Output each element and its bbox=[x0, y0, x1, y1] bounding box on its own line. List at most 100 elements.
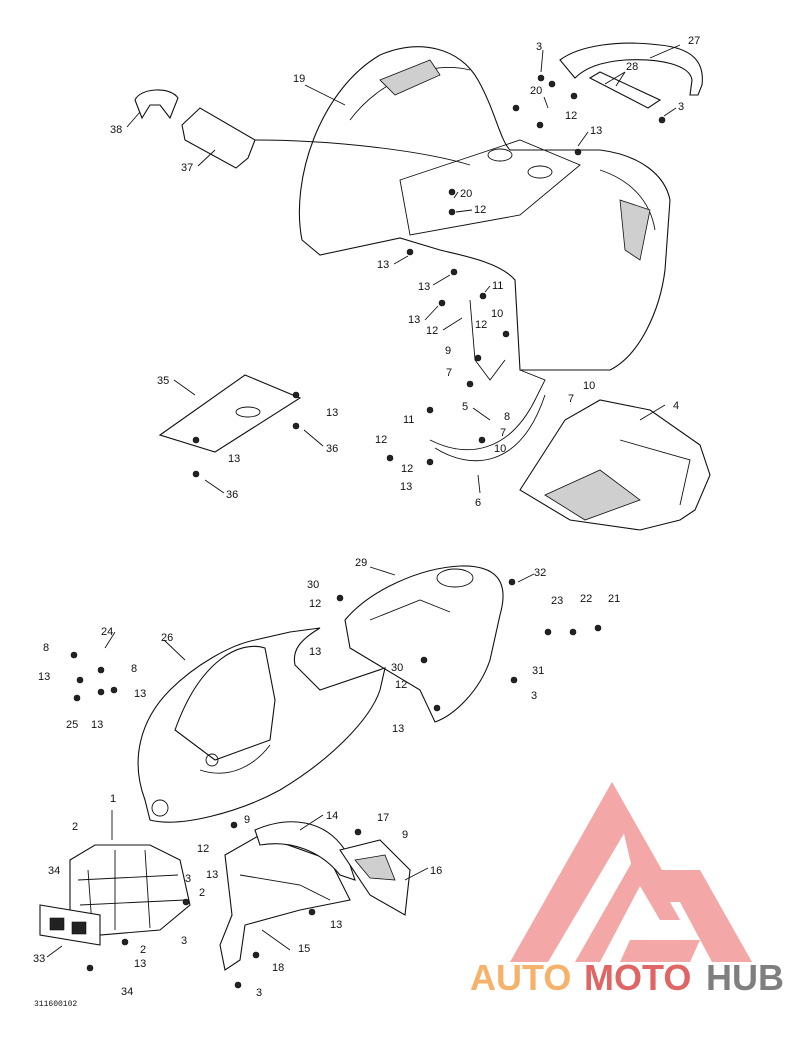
callout-labels: 19 3 27 28 20 12 3 13 38 37 20 12 13 13 … bbox=[33, 35, 700, 999]
callout-label: 6 bbox=[475, 497, 481, 509]
callout-label: 13 bbox=[309, 646, 321, 658]
callout-label: 2 bbox=[72, 821, 78, 833]
part-33 bbox=[39, 904, 101, 946]
callout-label: 12 bbox=[395, 679, 407, 691]
callout-label: 36 bbox=[226, 489, 238, 501]
callout-label: 11 bbox=[403, 414, 414, 426]
callout-label: 28 bbox=[626, 61, 638, 73]
fasteners bbox=[70, 74, 666, 989]
callout-label: 8 bbox=[131, 663, 137, 675]
callout-label: 13 bbox=[590, 125, 602, 137]
callout-label: 22 bbox=[580, 593, 592, 605]
part-14 bbox=[254, 821, 356, 881]
callout-label: 3 bbox=[181, 935, 187, 947]
callout-label: 24 bbox=[101, 626, 113, 638]
part-35 bbox=[158, 374, 302, 453]
part-wire-harness-5-6 bbox=[429, 299, 546, 462]
callout-label: 23 bbox=[551, 595, 563, 607]
callout-label: 5 bbox=[462, 401, 468, 413]
callout-label: 29 bbox=[355, 557, 367, 569]
callout-label: 13 bbox=[408, 314, 420, 326]
watermark-word-auto: AUTO bbox=[470, 957, 571, 998]
callout-label: 3 bbox=[536, 41, 542, 53]
callout-label: 13 bbox=[392, 723, 404, 735]
callout-label: 18 bbox=[272, 962, 284, 974]
watermark-logo bbox=[510, 782, 752, 962]
callout-label: 27 bbox=[688, 35, 700, 47]
callout-label: 13 bbox=[38, 671, 50, 683]
callout-label: 31 bbox=[532, 665, 544, 677]
callout-label: 8 bbox=[504, 411, 510, 423]
part-hood-26 bbox=[137, 627, 386, 823]
callout-label: 13 bbox=[326, 407, 338, 419]
callout-label: 9 bbox=[445, 345, 451, 357]
callout-label: 12 bbox=[474, 204, 486, 216]
callout-label: 7 bbox=[500, 427, 506, 439]
callout-label: 7 bbox=[446, 367, 452, 379]
callout-label: 13 bbox=[91, 719, 103, 731]
callout-label: 37 bbox=[181, 162, 193, 174]
part-rear-fender-19 bbox=[298, 46, 671, 371]
callout-label: 35 bbox=[157, 375, 169, 387]
callout-label: 3 bbox=[531, 690, 537, 702]
callout-label: 19 bbox=[293, 73, 305, 85]
part-15 bbox=[219, 834, 351, 971]
part-front-bumper-1 bbox=[69, 844, 191, 936]
watermark-word-hub: HUB bbox=[706, 957, 784, 998]
watermark-word-moto: MOTO bbox=[584, 957, 691, 998]
part-16 bbox=[339, 839, 411, 916]
callout-label: 30 bbox=[391, 662, 403, 674]
callout-label: 36 bbox=[326, 443, 338, 455]
callout-label: 12 bbox=[375, 434, 387, 446]
callout-label: 16 bbox=[430, 865, 442, 877]
drawing-code: 311600102 bbox=[34, 1000, 77, 1009]
callout-label: 17 bbox=[377, 812, 389, 824]
callout-label: 38 bbox=[110, 124, 122, 136]
callout-label: 12 bbox=[475, 319, 487, 331]
callout-label: 12 bbox=[197, 843, 209, 855]
callout-label: 4 bbox=[673, 400, 679, 412]
part-37 bbox=[181, 107, 256, 169]
watermark-wordmark: AUTO MOTO HUB bbox=[470, 957, 784, 998]
callout-label: 12 bbox=[565, 110, 577, 122]
callout-label: 13 bbox=[228, 453, 240, 465]
part-front-fender-29 bbox=[344, 565, 504, 723]
callout-label: 12 bbox=[309, 598, 321, 610]
callout-label: 15 bbox=[298, 943, 310, 955]
leader-lines bbox=[46, 44, 681, 958]
callout-label: 3 bbox=[678, 101, 684, 113]
callout-label: 12 bbox=[401, 463, 413, 475]
callout-label: 13 bbox=[418, 281, 430, 293]
callout-label: 13 bbox=[330, 919, 342, 931]
callout-label: 13 bbox=[206, 869, 218, 881]
callout-label: 3 bbox=[185, 873, 191, 885]
callout-label: 12 bbox=[426, 325, 438, 337]
part-38 bbox=[134, 89, 179, 120]
callout-label: 32 bbox=[534, 567, 546, 579]
callout-label: 3 bbox=[256, 987, 262, 999]
callout-label: 20 bbox=[530, 85, 542, 97]
callout-label: 10 bbox=[494, 443, 506, 455]
callout-label: 20 bbox=[460, 188, 472, 200]
callout-label: 13 bbox=[134, 958, 146, 970]
part-4 bbox=[519, 399, 711, 531]
callout-label: 21 bbox=[608, 593, 620, 605]
callout-label: 34 bbox=[121, 986, 133, 998]
callout-label: 9 bbox=[402, 829, 408, 841]
callout-label: 33 bbox=[33, 953, 45, 965]
callout-label: 2 bbox=[199, 887, 205, 899]
callout-label: 2 bbox=[140, 944, 146, 956]
callout-label: 14 bbox=[326, 810, 338, 822]
callout-label: 26 bbox=[161, 632, 173, 644]
callout-label: 13 bbox=[377, 259, 389, 271]
callout-label: 9 bbox=[244, 814, 250, 826]
callout-label: 10 bbox=[583, 380, 595, 392]
callout-label: 11 bbox=[492, 280, 503, 292]
callout-label: 13 bbox=[400, 481, 412, 493]
callout-label: 34 bbox=[48, 865, 60, 877]
callout-label: 13 bbox=[134, 688, 146, 700]
callout-label: 1 bbox=[110, 793, 116, 805]
callout-label: 10 bbox=[491, 308, 503, 320]
callout-label: 8 bbox=[43, 642, 49, 654]
callout-label: 30 bbox=[307, 579, 319, 591]
